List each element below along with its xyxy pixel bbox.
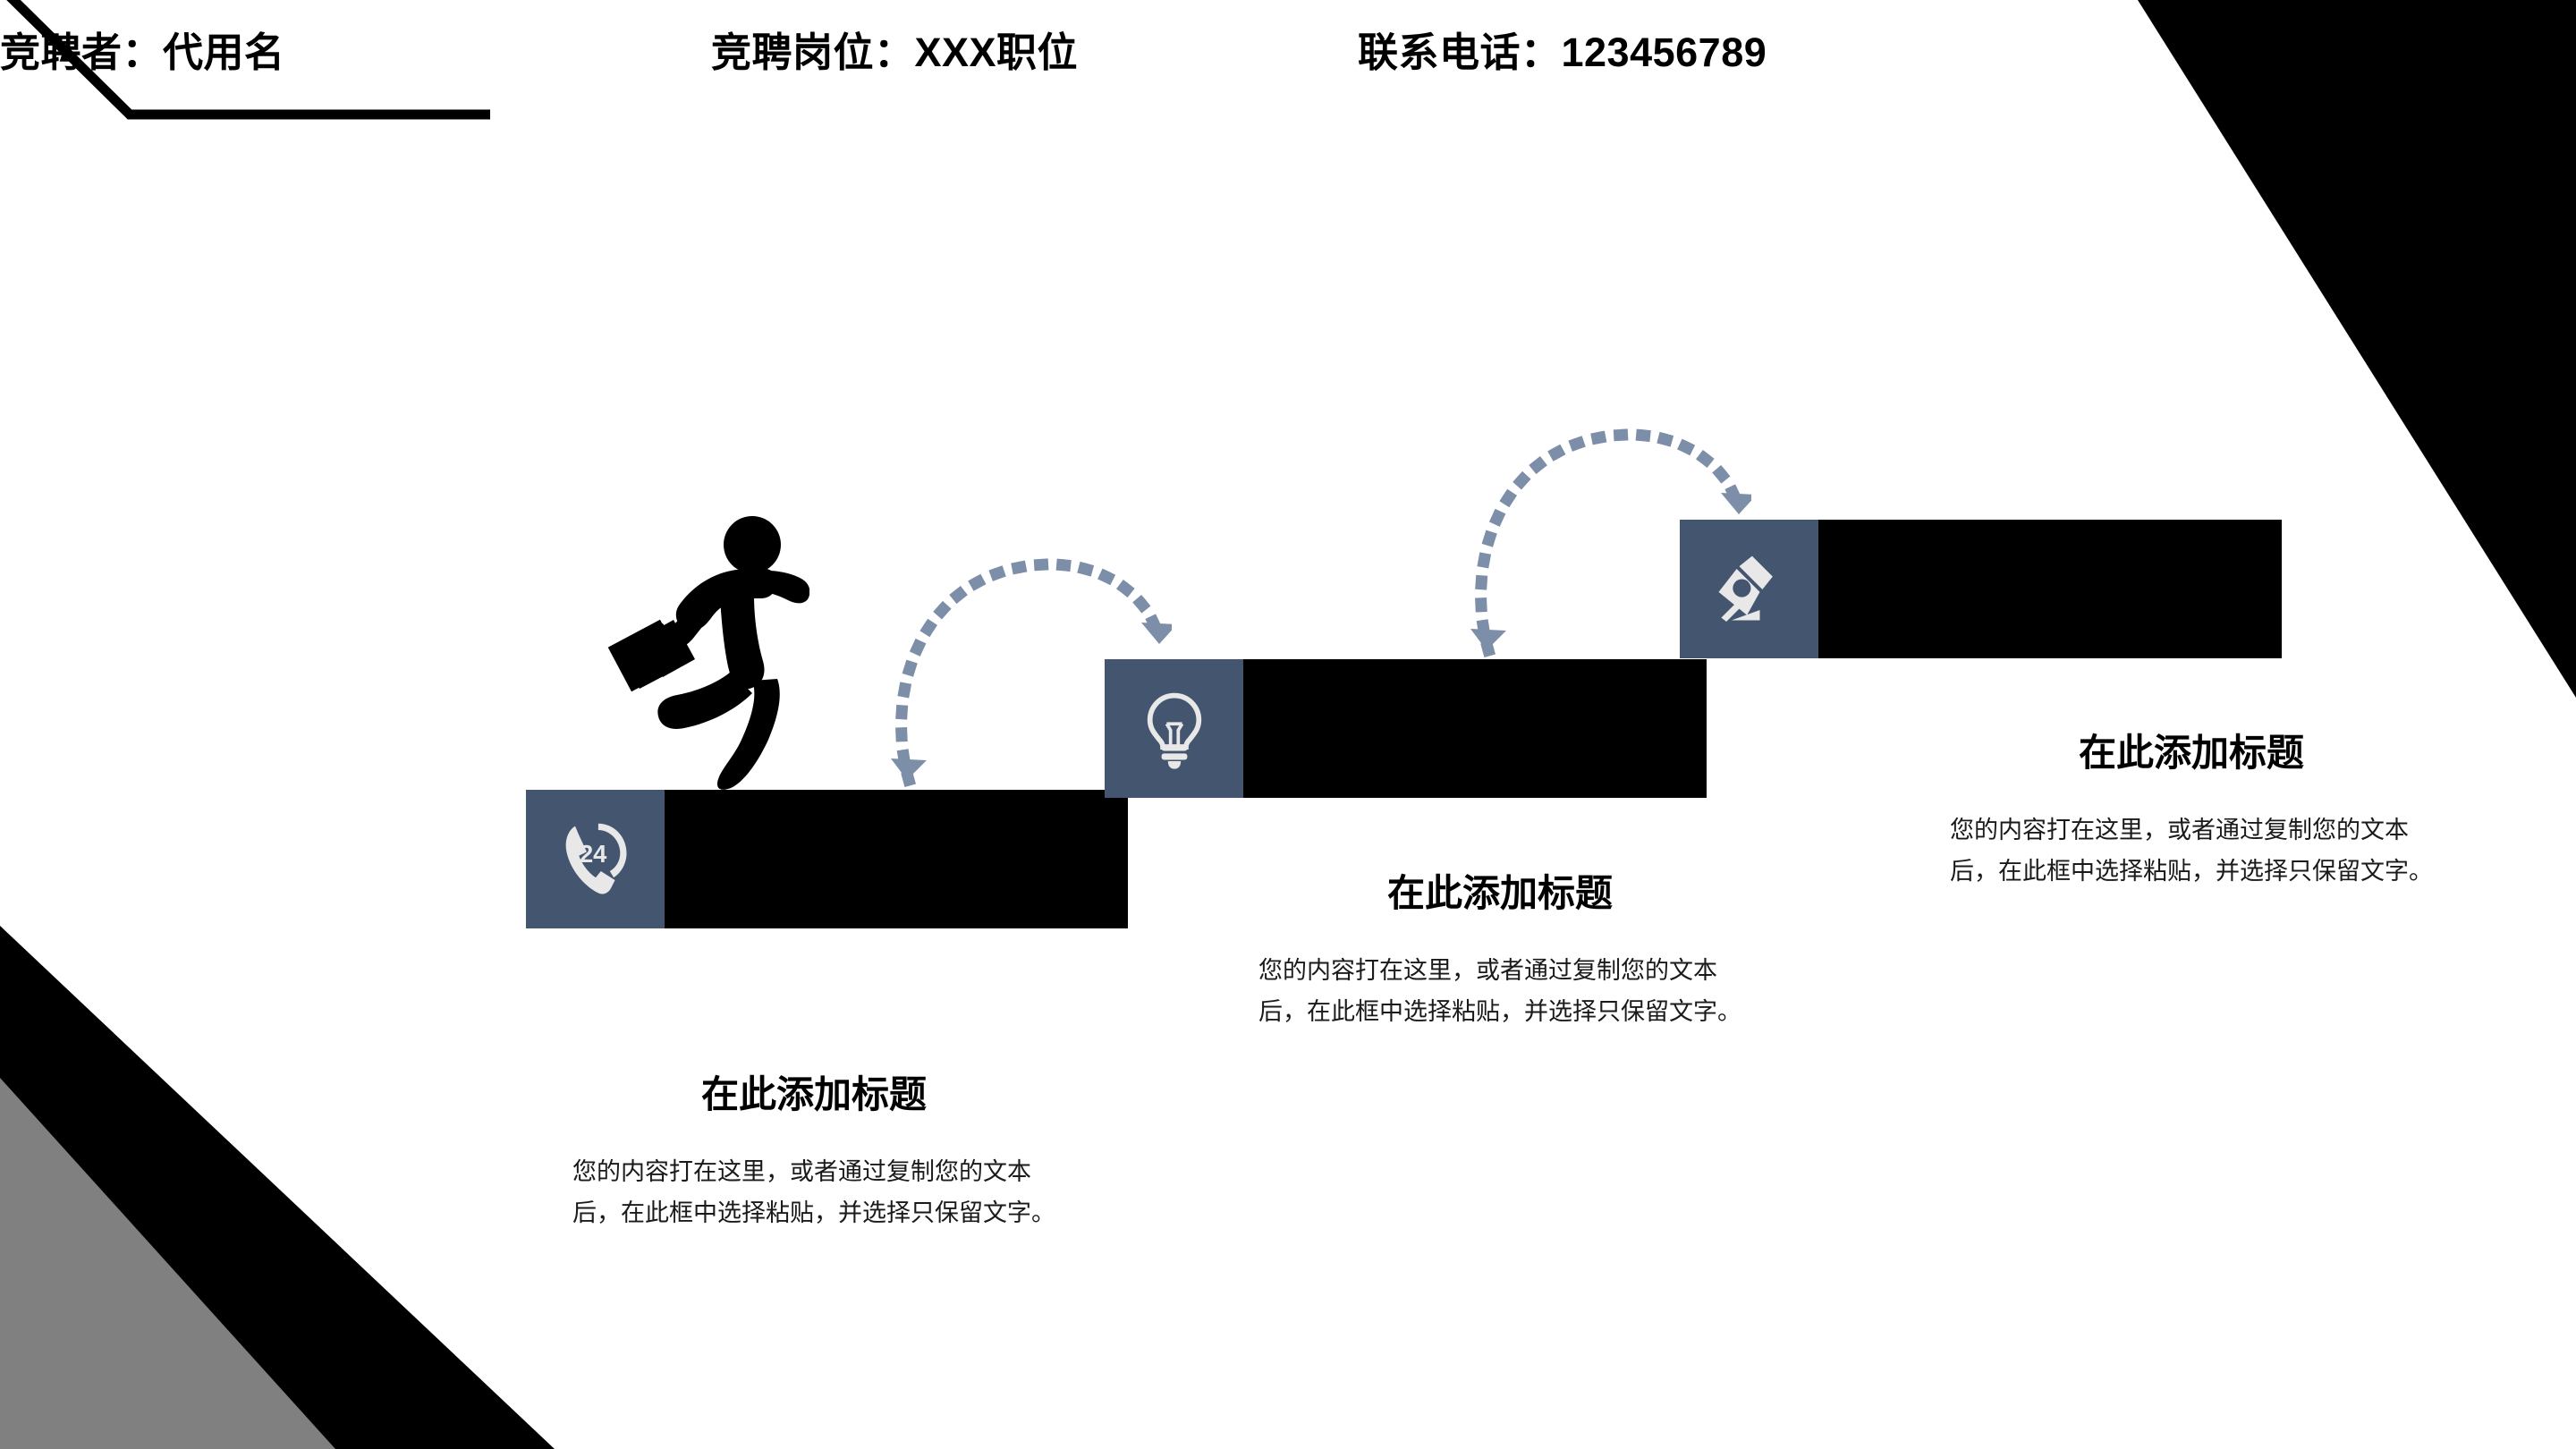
- step-2-icon-box: [1105, 659, 1243, 798]
- running-businessman-icon: [586, 505, 809, 792]
- step-bar-2[interactable]: [1105, 659, 1707, 798]
- pen-nib-icon: [1718, 555, 1773, 622]
- step-1-title: 在此添加标题: [700, 1073, 927, 1115]
- step-2-body: 您的内容打在这里，或者通过复制您的文本后，在此框中选择粘贴，并选择只保留文字。: [1258, 957, 1741, 1025]
- slide-header: 竞聘者：代用名 竞聘岗位：XXX职位 联系电话：123456789: [0, 0, 2576, 116]
- step-3-icon-box: [1680, 520, 1818, 658]
- step-3-text-block: 在此添加标题 您的内容打在这里，或者通过复制您的文本后，在此框中选择粘贴，并选择…: [1950, 732, 2433, 892]
- step-bar-1[interactable]: 24: [526, 790, 1128, 928]
- phone-24h-icon: 24: [565, 823, 626, 894]
- svg-text:24: 24: [579, 839, 606, 867]
- step-2-text-block: 在此添加标题 您的内容打在这里，或者通过复制您的文本后，在此框中选择粘贴，并选择…: [1258, 872, 1741, 1032]
- lightbulb-icon: [1147, 692, 1201, 769]
- step-3-title: 在此添加标题: [2078, 732, 2304, 774]
- step-3-body: 您的内容打在这里，或者通过复制您的文本后，在此框中选择粘贴，并选择只保留文字。: [1950, 817, 2433, 885]
- header-candidate-name: 竞聘者：代用名: [0, 30, 285, 75]
- step-1-text-block: 在此添加标题 您的内容打在这里，或者通过复制您的文本后，在此框中选择粘贴，并选择…: [572, 1073, 1055, 1233]
- step-1-icon-box: 24: [526, 790, 665, 928]
- header-contact-phone: 联系电话：123456789: [1358, 30, 1767, 75]
- step-1-body: 您的内容打在这里，或者通过复制您的文本后，在此框中选择粘贴，并选择只保留文字。: [572, 1158, 1055, 1226]
- diagonal-band-shape: [0, 769, 555, 1449]
- step-1-bar-fill: [665, 790, 1128, 928]
- step-3-bar-fill: [1818, 520, 2282, 658]
- bottom-left-shapes-icon: [0, 926, 555, 1449]
- step-2-title: 在此添加标题: [1386, 872, 1613, 914]
- header-target-position: 竞聘岗位：XXX职位: [711, 30, 1079, 75]
- step-bar-3[interactable]: [1680, 520, 2282, 658]
- step-2-bar-fill: [1243, 659, 1707, 798]
